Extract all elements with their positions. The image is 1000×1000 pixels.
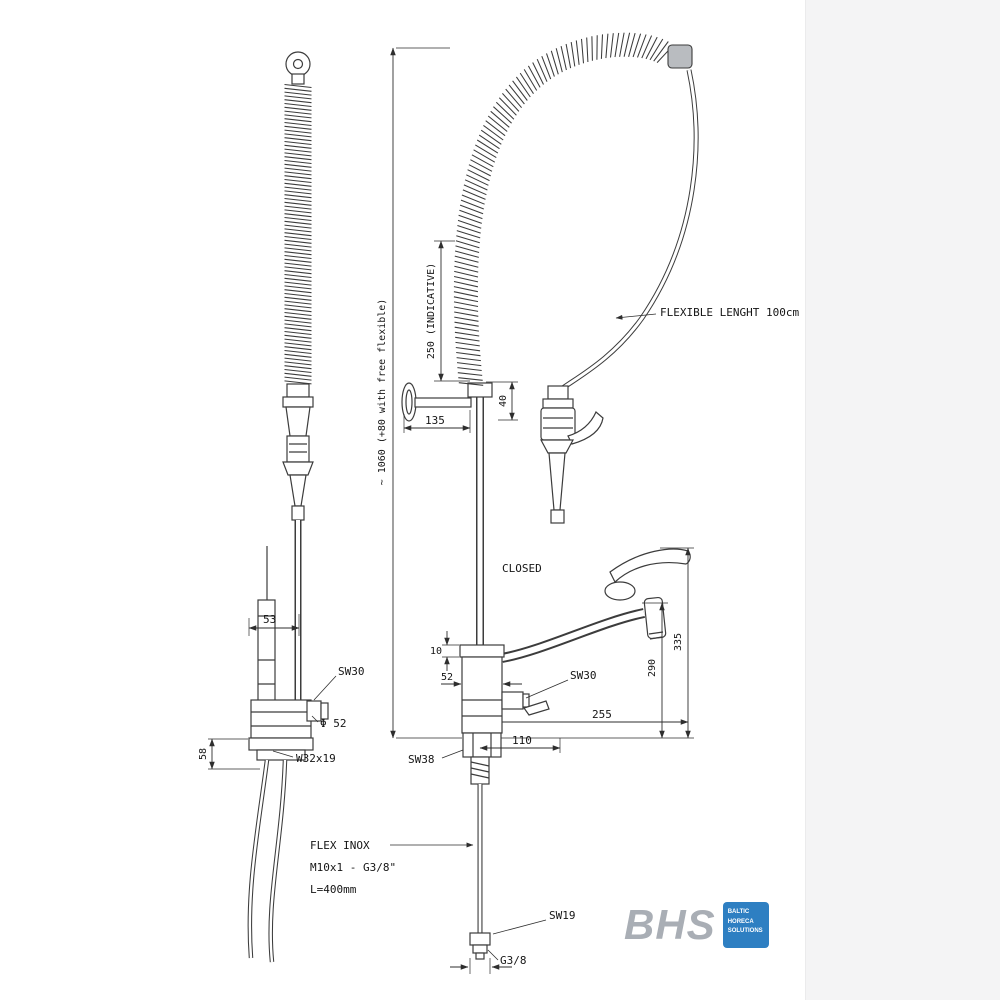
dim-58-label: 58 [198,748,209,760]
dimension-290: 290 [642,602,668,739]
spray-head-right [539,385,604,524]
flex-tail-tube [469,784,491,960]
dimension-58: 58 [198,738,260,770]
clinical-lever [604,548,691,601]
spout [501,596,667,663]
faucet-body-left [248,699,329,761]
label-flexible-length: FLEXIBLE LENGHT 100cm [615,306,799,320]
dimension-110: 110 [479,734,561,753]
dimension-255: 255 [479,708,689,725]
dimension-135: 135 [403,410,471,433]
dim-40-label: 40 [498,395,509,407]
left-view: 53 SW30 Φ 52 W32x19 58 [198,51,365,963]
dim-10-label: 10 [430,646,442,657]
bhs-logo-text: BHS [624,901,716,948]
right-gray-panel [805,0,1000,1000]
label-sw19: SW19 [492,909,576,935]
dim-335-label: 335 [673,633,684,651]
sw30-right-label: SW30 [570,669,597,682]
dimension-53: 53 [248,613,300,636]
label-sw30-left: SW30 [313,665,365,701]
dimension-52: 52 [441,672,522,687]
bhs-logo-sub2: HORECA [727,918,754,925]
right-view: ~ 1060 (+80 with free flexible) 135 [310,32,799,974]
w32x19-label: W32x19 [296,752,336,765]
dim-135-label: 135 [425,414,445,427]
dim-53-label: 53 [263,613,276,626]
coil-spring-right [453,32,675,386]
bhs-logo-sub1: BALTIC [727,909,750,915]
dimension-overall: ~ 1060 (+80 with free flexible) [377,47,462,739]
flexible-hose [558,69,699,393]
g38-label: G3/8 [500,954,527,967]
flex-inox-line1: FLEX INOX [310,839,370,852]
sw19-label: SW19 [549,909,576,922]
overall-height-label: ~ 1060 (+80 with free flexible) [377,299,388,486]
flexible-length-label: FLEXIBLE LENGHT 100cm [660,306,799,319]
spray-valve-left [282,383,314,521]
label-phi52: Φ 52 [311,715,347,730]
dim-250-label: 250 (INDICATIVE) [426,263,437,359]
supply-hoses-left [247,759,288,963]
bhs-logo-badge: BALTIC HORECA SOLUTIONS [722,902,769,948]
flex-inox-line3: L=400mm [310,883,357,896]
dimension-335: 335 [660,547,694,739]
sw38-label: SW38 [408,753,435,766]
dimension-40: 40 [486,381,518,421]
flex-inox-line2: M10x1 - G3/8" [310,861,396,874]
bhs-logo-sub3: SOLUTIONS [727,928,763,935]
riser-tube-right [467,382,493,648]
faucet-body-right [459,644,550,785]
dimension-250: 250 (INDICATIVE) [426,240,470,382]
trigger-lever [567,411,604,445]
spring-end-fitting [667,44,693,69]
label-g38: G3/8 [450,949,527,974]
dim-52-label: 52 [441,672,453,683]
dim-255-label: 255 [592,708,612,721]
bhs-logo: BHS BALTIC HORECA SOLUTIONS [624,902,769,948]
label-sw30-right: SW30 [525,669,597,699]
dim-290-label: 290 [647,659,658,677]
wall-flange [401,382,472,422]
note-flex-inox: FLEX INOX M10x1 - G3/8" L=400mm [310,839,474,896]
coil-spring-left [284,83,312,385]
dim-110-label: 110 [512,734,532,747]
phi52-label: Φ 52 [320,717,347,730]
sw30-left-label: SW30 [338,665,365,678]
label-sw38: SW38 [408,749,464,766]
label-w32x19: W32x19 [272,750,336,765]
hanging-ring [285,51,311,85]
dimension-10: 10 [430,631,459,671]
closed-label: CLOSED [502,562,542,575]
